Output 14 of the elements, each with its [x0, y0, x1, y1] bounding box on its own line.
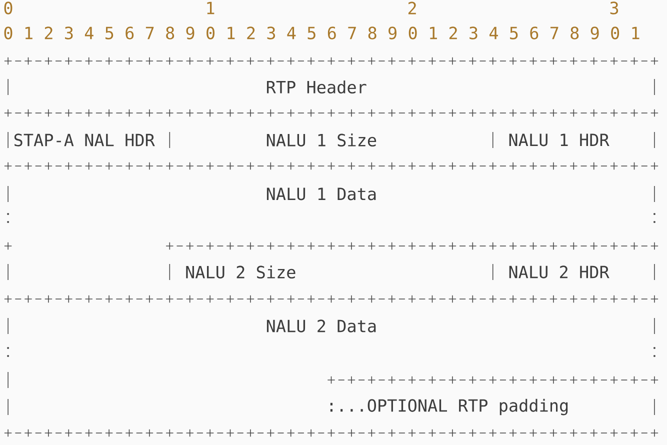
field-label: NALU 2 Data — [266, 320, 376, 332]
field-label: :...OPTIONAL RTP padding — [330, 398, 568, 416]
byte-number: 2 — [408, 2, 416, 14]
field-label: NALU 2 HDR — [509, 266, 610, 278]
field-label: NALU 1 Data — [266, 188, 376, 200]
field-label: NALU 1 HDR — [509, 134, 610, 146]
byte-number: 1 — [207, 2, 214, 14]
field-label: NALU 1 Size — [266, 134, 376, 146]
byte-number: 3 — [610, 2, 618, 14]
field-label: NALU 2 Size — [186, 266, 296, 278]
field-label: RTP Header — [266, 80, 366, 94]
bit-index-row: 0 1 2 3 4 5 6 7 8 9 0 1 2 3 4 5 6 7 8 9 0 1 2 3 4 5 6 7 8 9 0 1 — [4, 26, 640, 40]
field-label: STAP-A NAL HDR — [14, 134, 155, 146]
byte-number: 0 — [4, 2, 12, 14]
